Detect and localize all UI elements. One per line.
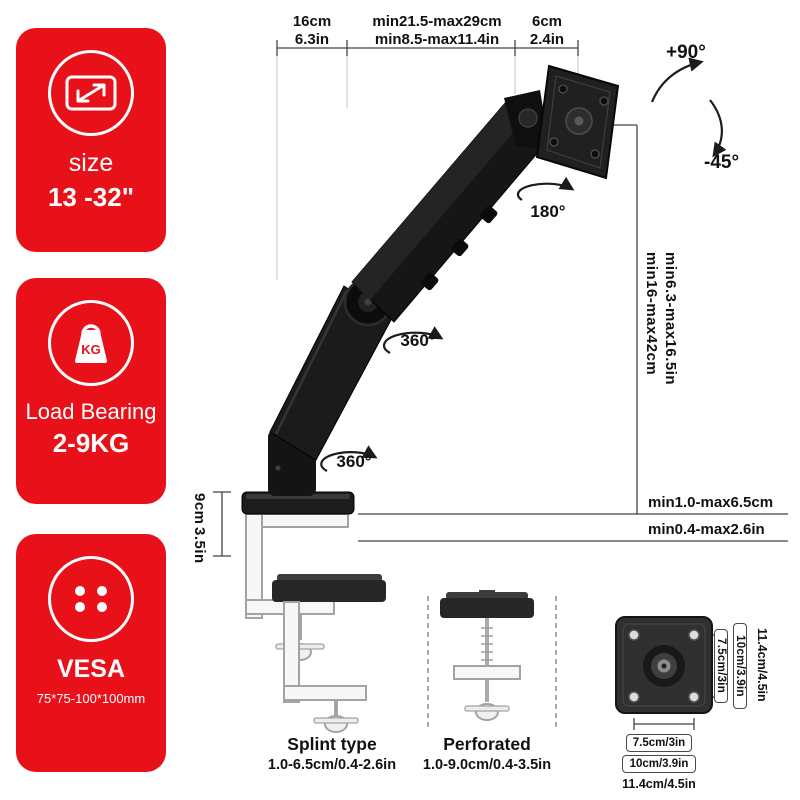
vesa-head bbox=[504, 64, 620, 180]
height-range-cm: min16-max42cm bbox=[643, 252, 660, 376]
pan-180-label: 180° bbox=[530, 202, 566, 221]
weight-icon: KG bbox=[48, 300, 134, 386]
spin-lower-arrow bbox=[320, 445, 378, 472]
dim-head-offset: 6cm 2.4in bbox=[505, 13, 589, 49]
dim-head-offset-cm: 6cm bbox=[531, 13, 563, 30]
badge-load-bearing: KG Load Bearing 2-9KG bbox=[16, 278, 166, 504]
splint-clamp-title: Splint type bbox=[287, 734, 377, 754]
tilt-up-arrow bbox=[650, 57, 704, 103]
load-bearing-value: 2-9KG bbox=[52, 428, 130, 459]
upper-arm bbox=[351, 101, 547, 323]
badge-vesa: VESA 75*75-100*100mm bbox=[16, 534, 166, 772]
screen-size-title: size bbox=[68, 149, 114, 177]
vesa-plate-topview bbox=[615, 616, 713, 714]
height-range-in: min6.3-max16.5in bbox=[662, 252, 679, 386]
desk-range-cm: min1.0-max6.5cm bbox=[648, 494, 774, 511]
dim-arm-reach-cm: min21.5-max29cm bbox=[372, 13, 502, 30]
post-height-cm: 9cm bbox=[191, 493, 208, 525]
screen-size-icon bbox=[48, 50, 134, 136]
plate-side-mid-width: 10cm/3.9in bbox=[733, 623, 747, 709]
plate-bottom-hole-spacing: 7.5cm/3in bbox=[626, 734, 692, 752]
plate-side-hole-spacing: 7.5cm/3in bbox=[714, 629, 728, 703]
badge-screen-size: size 13 -32" bbox=[16, 28, 166, 252]
plate-bottom-full-width: 11.4cm/4.5in bbox=[622, 777, 696, 791]
vesa-title: VESA bbox=[56, 655, 126, 683]
dim-arm-reach-in: min8.5-max11.4in bbox=[374, 31, 500, 48]
post-height-in: 3.5in bbox=[191, 527, 208, 564]
spin-upper-arrow bbox=[382, 326, 444, 354]
dim-arm-rear: 16cm 6.3in bbox=[252, 13, 372, 49]
desk-range-in: min0.4-max2.6in bbox=[648, 521, 765, 538]
perforated-clamp-range: 1.0-9.0cm/0.4-3.5in bbox=[422, 757, 552, 773]
pan-arrow bbox=[516, 176, 575, 201]
load-bearing-title: Load Bearing bbox=[25, 399, 157, 424]
dim-arm-rear-in: 6.3in bbox=[294, 31, 330, 48]
vesa-value: 75*75-100*100mm bbox=[36, 690, 146, 706]
perforated-clamp-detail bbox=[440, 590, 557, 730]
dim-arm-reach: min21.5-max29cm min8.5-max11.4in bbox=[345, 13, 529, 49]
vesa-holes-icon bbox=[48, 556, 134, 642]
spin-upper-label: 360° bbox=[400, 331, 436, 350]
tilt-up-label: +90° bbox=[666, 42, 706, 63]
weight-icon-kg-text: KG bbox=[81, 342, 101, 357]
dim-arm-rear-cm: 16cm bbox=[292, 13, 332, 30]
screen-size-value: 13 -32" bbox=[47, 181, 135, 212]
dim-head-offset-in: 2.4in bbox=[529, 31, 565, 48]
plate-side-full-width: 11.4cm/4.5in bbox=[755, 628, 769, 702]
tilt-down-label: -45° bbox=[704, 152, 740, 173]
splint-clamp-detail bbox=[272, 574, 429, 733]
tilt-down-arrow bbox=[709, 99, 727, 158]
splint-clamp-range: 1.0-6.5cm/0.4-2.6in bbox=[267, 757, 397, 773]
spin-lower-label: 360° bbox=[336, 452, 372, 471]
perforated-clamp-title: Perforated bbox=[443, 734, 531, 754]
height-range-label: min16-max42cm min6.3-max16.5in bbox=[643, 252, 679, 385]
plate-bottom-mid-width: 10cm/3.9in bbox=[622, 755, 696, 773]
rotation-arrows bbox=[320, 57, 727, 472]
cable-clips bbox=[421, 205, 498, 291]
